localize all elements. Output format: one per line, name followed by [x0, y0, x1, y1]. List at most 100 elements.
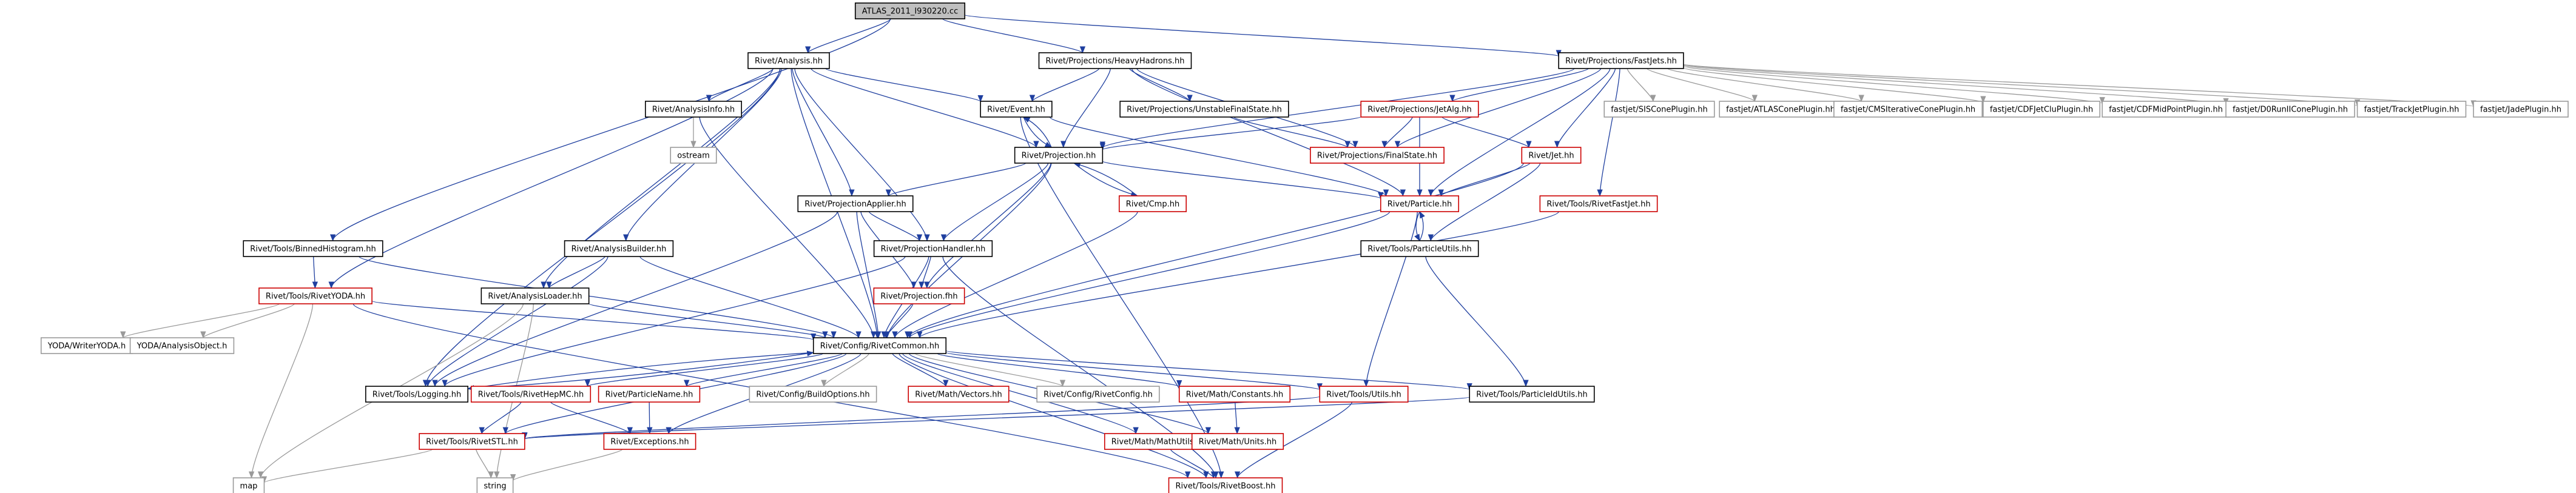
node-projapplier: Rivet/ProjectionApplier.hh — [797, 195, 914, 212]
node-box — [470, 386, 592, 403]
edge-projapplier-to-projhandler — [868, 211, 923, 242]
node-box — [232, 477, 265, 493]
node-box — [1036, 386, 1160, 403]
edge-rivetstl-to-string — [476, 449, 494, 479]
node-label: Rivet/Config/RivetCommon.hh — [820, 342, 940, 351]
node-label: ostream — [677, 152, 710, 161]
edge-rivetstl-to-map — [261, 449, 433, 484]
node-label: Rivet/Jet.hh — [1528, 152, 1574, 161]
node-map: map — [232, 477, 265, 493]
node-box — [873, 240, 993, 257]
node-label: map — [240, 482, 258, 491]
edge-rivetcommon-to-vectors — [892, 353, 949, 387]
node-projhandler: Rivet/ProjectionHandler.hh — [873, 240, 993, 257]
node-label: Rivet/Math/Constants.hh — [1186, 391, 1284, 400]
node-box — [2225, 101, 2355, 118]
node-label: Rivet/Tools/Utils.hh — [1326, 391, 1401, 400]
node-trackjet: fastjet/TrackJetPlugin.hh — [2356, 101, 2467, 118]
edge-fastjets-to-particle — [1428, 68, 1611, 197]
node-box — [1118, 195, 1187, 212]
edge-projection-to-projectionfhh — [924, 163, 1051, 289]
node-writeryoda: YODA/WriterYODA.h — [40, 337, 133, 354]
node-cmp: Rivet/Cmp.hh — [1118, 195, 1187, 212]
edge-analysis-to-projection — [811, 68, 1039, 149]
node-box — [419, 433, 525, 450]
node-label: Rivet/Projection.hh — [1022, 152, 1096, 161]
node-rivetconfig: Rivet/Config/RivetConfig.hh — [1036, 386, 1160, 403]
edge-rivetyoda-to-rivetcommon — [371, 300, 816, 341]
node-label: Rivet/Event.hh — [987, 106, 1045, 115]
node-box — [258, 287, 373, 304]
node-label: Rivet/Projection.fhh — [880, 292, 957, 301]
node-box — [365, 386, 469, 403]
edge-heavyhadrons-to-unstablefs — [1129, 68, 1193, 102]
node-rivetboost: Rivet/Tools/RivetBoost.hh — [1168, 477, 1283, 493]
node-analysis: Rivet/Analysis.hh — [747, 52, 830, 69]
edge-rivetcommon-to-rivetconfig — [914, 353, 1065, 387]
node-event: Rivet/Event.hh — [980, 101, 1053, 118]
edge-projection-to-cmp — [1073, 163, 1138, 197]
node-rivethepmc: Rivet/Tools/RivetHepMC.hh — [470, 386, 592, 403]
node-constants: Rivet/Math/Constants.hh — [1178, 386, 1291, 403]
edge-rivetyoda-to-writeryoda — [120, 303, 280, 339]
node-box — [1558, 52, 1684, 69]
edge-binnedhisto-to-rivetyoda — [312, 256, 319, 289]
node-box — [1014, 147, 1104, 164]
edge-fastjets-to-atlascone — [1647, 68, 1758, 102]
node-box — [747, 52, 830, 69]
node-atlascone: fastjet/ATLASConePlugin.hh — [1719, 101, 1843, 118]
node-rivetstl: Rivet/Tools/RivetSTL.hh — [419, 433, 525, 450]
node-fastjets: Rivet/Projections/FastJets.hh — [1558, 52, 1684, 69]
edge-constants-to-units — [1234, 401, 1240, 435]
edge-fastjets-to-finalstate — [1395, 68, 1602, 149]
edge-rivetcommon-to-rivethepmc — [585, 353, 824, 387]
edge-cmp-to-projection — [1073, 162, 1138, 196]
edge-analysisbuilder-to-analysisloader — [546, 256, 605, 289]
node-unstablefs: Rivet/Projections/UnstableFinalState.hh — [1119, 101, 1289, 118]
node-particleidutils: Rivet/Tools/ParticleIdUtils.hh — [1469, 386, 1595, 403]
edge-rivetcommon-to-mathutils — [902, 353, 1139, 435]
edge-projectionfhh-to-rivetcommon — [883, 303, 914, 339]
edge-fastjets-to-trackjet — [1683, 64, 2360, 107]
node-label: Rivet/AnalysisLoader.hh — [488, 292, 582, 301]
edge-jetalg-to-jet — [1441, 116, 1532, 149]
edge-particle-to-particleutils — [1414, 211, 1420, 242]
node-label: Rivet/Tools/RivetBoost.hh — [1176, 482, 1276, 491]
node-vectors: Rivet/Math/Vectors.hh — [908, 386, 1010, 403]
edge-particle-to-utils — [1363, 211, 1418, 387]
node-box — [1178, 386, 1291, 403]
node-buildoptions: Rivet/Config/BuildOptions.hh — [749, 386, 877, 403]
node-box — [1310, 147, 1445, 164]
node-label: Rivet/Math/Vectors.hh — [915, 391, 1002, 400]
edge-root-to-analysis — [805, 18, 891, 54]
node-label: fastjet/TrackJetPlugin.hh — [2364, 106, 2460, 115]
node-root: ATLAS_2011_I930220.cc — [854, 2, 966, 19]
edge-utils-to-rivetboost — [1235, 401, 1353, 479]
edge-jetalg-to-projection — [1100, 116, 1361, 150]
edge-fastjets-to-rivetfastjet — [1597, 68, 1620, 197]
edge-heavyhadrons-to-projection — [1060, 68, 1111, 149]
edge-fastjets-to-jetalg — [1449, 68, 1589, 102]
node-box — [1168, 477, 1283, 493]
node-box — [670, 147, 717, 164]
node-siscone: fastjet/SISConePlugin.hh — [1603, 101, 1715, 118]
edge-unstablefs-to-finalstate — [1233, 116, 1350, 149]
edge-particleidutils-to-rivetstl — [522, 396, 1470, 440]
edge-exceptions-to-string — [510, 449, 623, 481]
edge-mathutils-to-rivetboost — [1170, 449, 1216, 479]
edge-fastjets-to-jet — [1554, 68, 1616, 149]
node-box — [854, 2, 966, 19]
edge-analysis-to-analysisloader — [541, 68, 781, 289]
node-projectionfhh: Rivet/Projection.fhh — [873, 287, 965, 304]
node-label: string — [484, 482, 506, 491]
node-label: Rivet/Cmp.hh — [1126, 200, 1179, 209]
node-label: Rivet/Math/MathUtils.hh — [1111, 438, 1206, 447]
node-box — [1191, 433, 1284, 450]
node-exceptions: Rivet/Exceptions.hh — [603, 433, 696, 450]
node-units: Rivet/Math/Units.hh — [1191, 433, 1284, 450]
node-jet: Rivet/Jet.hh — [1521, 147, 1582, 164]
node-label: Rivet/Particle.hh — [1387, 200, 1452, 209]
edge-root-to-binnedhisto — [330, 18, 891, 242]
